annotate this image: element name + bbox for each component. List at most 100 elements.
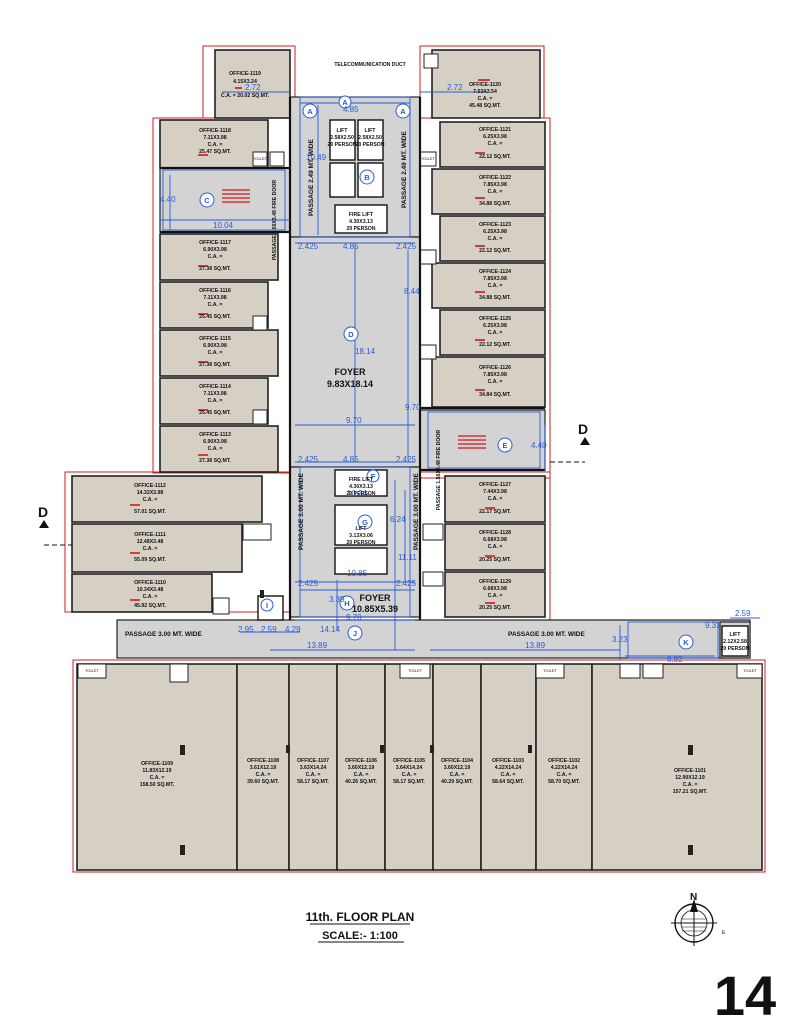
office-1116-area: 25.45 SQ.MT. xyxy=(199,314,231,320)
office-1102-area: 58.70 SQ.MT. xyxy=(548,779,580,785)
lift-mid-name: LIFT xyxy=(356,526,368,532)
lift-right-name: LIFT xyxy=(730,632,742,638)
lift-mid-size: 3.13X3.06 xyxy=(349,533,373,539)
fire-lift-top-cap: 20 PERSON xyxy=(346,226,375,232)
office-1121-name: OFFICE-1121 xyxy=(479,127,511,133)
grid-label-e: E xyxy=(502,441,507,450)
grid-label-b: B xyxy=(364,173,370,182)
office-1125-size: 6.25X3.98 xyxy=(483,323,507,329)
office-1123-ca: C.A. = xyxy=(488,236,503,242)
office-1114 xyxy=(159,377,269,425)
office-1107-area: 58.17 SQ.MT. xyxy=(297,779,329,785)
dim-text: 6.92 xyxy=(667,655,683,664)
office-1110 xyxy=(71,573,213,613)
compass-east-label: E xyxy=(722,930,726,936)
office-1115-area: 27.38 SQ.MT. xyxy=(199,362,231,368)
office-1105-ca: C.A. = xyxy=(402,772,417,778)
dim-text: 10.49 xyxy=(306,153,327,162)
lift-right-size: 2.12X2.58 xyxy=(723,639,747,645)
dim-text: 10.34 xyxy=(347,489,368,498)
office-1108-name: OFFICE-1108 xyxy=(247,758,279,764)
grid-label-k: K xyxy=(683,638,689,647)
office-1121-area: 22.12 SQ.MT. xyxy=(479,154,511,160)
dim-text: 3.39 xyxy=(329,595,345,604)
office-1115-size: 6.90X3.98 xyxy=(203,343,227,349)
office-1117-name: OFFICE-1117 xyxy=(199,240,231,246)
toilet-label: TOILET xyxy=(543,668,557,673)
office-1126 xyxy=(431,356,546,408)
dim-text: 2.425 xyxy=(298,579,319,588)
office-1109-name: OFFICE-1109 xyxy=(141,761,173,767)
office-1101-name: OFFICE-1101 xyxy=(674,768,706,774)
office-markers xyxy=(130,79,495,604)
office-1118 xyxy=(159,119,269,169)
grid-label-c: C xyxy=(204,196,210,205)
grid-label-h: H xyxy=(344,599,349,608)
office-1126-ca: C.A. = xyxy=(488,379,503,385)
office-1127-name: OFFICE-1127 xyxy=(479,482,511,488)
office-1127-area: 22.17 SQ.MT. xyxy=(479,509,511,515)
office-1102-name: OFFICE-1102 xyxy=(548,758,580,764)
dim-text: 2.95 xyxy=(238,625,254,634)
office-1103-name: OFFICE-1103 xyxy=(492,758,524,764)
office-1102-size: 4.22X14.24 xyxy=(551,765,578,771)
passage-bottom xyxy=(116,619,751,659)
right-office-labels: OFFICE-1120 7.53X3.54 C.A. = 45.48 SQ.MT… xyxy=(469,82,511,611)
office-1111-area: 55.09 SQ.MT. xyxy=(134,557,166,563)
dim-text: 9.31 xyxy=(705,621,721,630)
dim-text: 6.24 xyxy=(390,515,406,524)
office-1119 xyxy=(214,49,291,119)
grid-label-a2: A xyxy=(400,107,406,116)
section-label-right: D xyxy=(578,421,588,437)
office-1104 xyxy=(432,663,482,871)
office-1128-size: 6.68X3.98 xyxy=(483,537,507,543)
office-1111-name: OFFICE-1111 xyxy=(134,532,166,538)
dim-text: 9.70 xyxy=(405,403,421,412)
office-1115 xyxy=(159,329,279,377)
dim-text: 18.14 xyxy=(355,347,376,356)
office-1120-name: OFFICE-1120 xyxy=(469,82,501,88)
office-1104-ca: C.A. = xyxy=(450,772,465,778)
space-labels: FOYER 9.83X18.14 FOYER 10.85X5.39 PASSAG… xyxy=(85,128,757,673)
office-1110-area: 45.92 SQ.MT. xyxy=(134,603,166,609)
office-1117 xyxy=(159,233,279,281)
office-1129-name: OFFICE-1129 xyxy=(479,579,511,585)
office-1105-name: OFFICE-1105 xyxy=(393,758,425,764)
toilet-label: TOILET xyxy=(421,156,435,161)
office-1129-size: 6.68X3.98 xyxy=(483,586,507,592)
office-1105-size: 3.64X14.24 xyxy=(396,765,423,771)
dim-text: 9.70 xyxy=(346,613,362,622)
dim-text: 13.89 xyxy=(307,641,328,650)
section-lines xyxy=(44,461,585,546)
office-1112-size: 14.32X3.98 xyxy=(137,490,164,496)
dim-text: 2.425 xyxy=(396,579,417,588)
office-1128-area: 20.25 SQ.MT. xyxy=(479,557,511,563)
grid-label-i: I xyxy=(266,601,268,610)
stair-treads xyxy=(222,189,486,449)
structure-lines xyxy=(160,97,545,620)
page-number: 14 xyxy=(714,964,776,1027)
dim-text: 4.40 xyxy=(160,195,176,204)
office-1121-ca: C.A. = xyxy=(488,141,503,147)
foyer-2-name: FOYER xyxy=(359,593,391,603)
office-1127 xyxy=(444,475,546,523)
office-1111-size: 12.48X3.48 xyxy=(137,539,164,545)
office-1125-name: OFFICE-1125 xyxy=(479,316,511,322)
office-1117-ca: C.A. = xyxy=(208,254,223,260)
dim-text: 2.59 xyxy=(261,625,277,634)
office-1114-size: 7.11X3.98 xyxy=(203,391,226,397)
office-1113-area: 27.38 SQ.MT. xyxy=(199,458,231,464)
dim-text: 13.89 xyxy=(525,641,546,650)
fire-lift-mid-size: 4.30X3.13 xyxy=(349,484,373,490)
office-1106-name: OFFICE-1106 xyxy=(345,758,377,764)
office-1108-ca: C.A. = xyxy=(256,772,271,778)
bottom-block xyxy=(76,663,763,871)
office-1105-area: 58.17 SQ.MT. xyxy=(393,779,425,785)
grid-label-f: F xyxy=(371,472,376,481)
office-1128-name: OFFICE-1128 xyxy=(479,530,511,536)
office-1112 xyxy=(71,475,263,523)
dim-text: 11.11 xyxy=(398,553,417,562)
office-1106-ca: C.A. = xyxy=(354,772,369,778)
office-1121 xyxy=(439,121,546,168)
